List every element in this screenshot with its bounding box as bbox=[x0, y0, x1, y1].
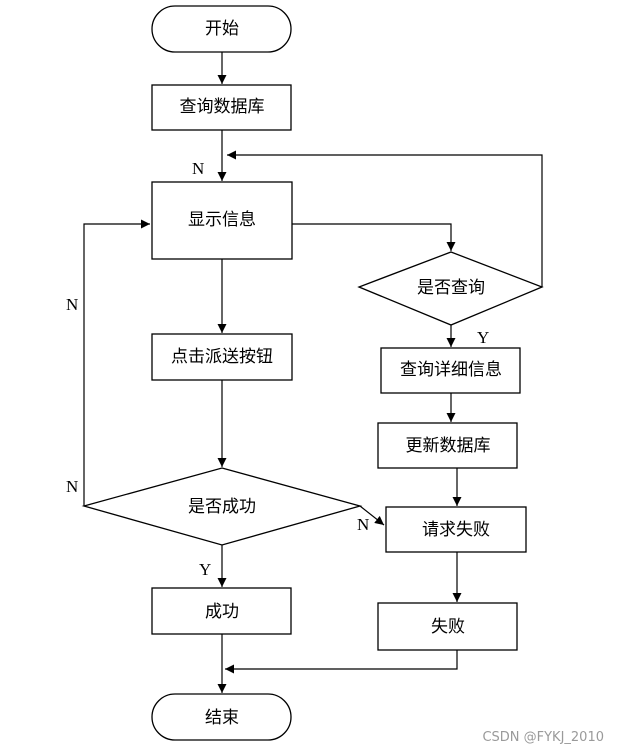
node-is-query-label: 是否查询 bbox=[417, 278, 485, 298]
node-is-success-decision: 是否成功 bbox=[81, 467, 363, 546]
edge-label-n-loop-left-upper: N bbox=[66, 295, 78, 314]
node-show-info-label: 显示信息 bbox=[188, 210, 256, 230]
edge-label-n-loop-left-lower: N bbox=[66, 477, 78, 496]
node-fail-label: 失败 bbox=[431, 617, 465, 637]
node-fail: 失败 bbox=[377, 602, 518, 651]
node-query-database-label: 查询数据库 bbox=[180, 97, 265, 117]
node-success-label: 成功 bbox=[205, 602, 239, 622]
node-start-label: 开始 bbox=[205, 19, 239, 39]
edge-label-n-into-show: N bbox=[192, 159, 204, 178]
edge-is-success-to-request-fail bbox=[359, 505, 385, 526]
node-request-fail: 请求失败 bbox=[385, 506, 527, 553]
node-start: 开始 bbox=[151, 5, 292, 53]
node-end-label: 结束 bbox=[205, 708, 239, 728]
edge-show-to-is-query bbox=[292, 223, 456, 251]
node-query-database: 查询数据库 bbox=[151, 84, 292, 131]
node-update-database-label: 更新数据库 bbox=[406, 436, 491, 456]
node-click-dispatch-label: 点击派送按钮 bbox=[171, 347, 273, 367]
node-update-database: 更新数据库 bbox=[377, 422, 518, 469]
node-click-dispatch: 点击派送按钮 bbox=[151, 333, 293, 381]
edge-label-n-to-request-fail: N bbox=[357, 515, 369, 534]
watermark: CSDN @FYKJ_2010 bbox=[482, 730, 604, 745]
edges bbox=[83, 52, 543, 693]
edge-label-y-success: Y bbox=[199, 560, 211, 579]
node-request-fail-label: 请求失败 bbox=[422, 520, 490, 540]
edge-label-y-query: Y bbox=[477, 328, 489, 347]
edge-loop-from-is-query bbox=[227, 150, 543, 287]
node-show-info: 显示信息 bbox=[151, 181, 293, 260]
node-is-success-label: 是否成功 bbox=[188, 497, 256, 517]
node-success: 成功 bbox=[151, 587, 292, 635]
node-query-detail-label: 查询详细信息 bbox=[400, 360, 502, 380]
node-query-detail: 查询详细信息 bbox=[380, 347, 521, 394]
node-is-query-decision: 是否查询 bbox=[357, 251, 544, 326]
edge-loop-from-is-success bbox=[83, 219, 150, 506]
edge-fail-to-merge bbox=[225, 650, 458, 674]
node-end: 结束 bbox=[151, 693, 292, 741]
